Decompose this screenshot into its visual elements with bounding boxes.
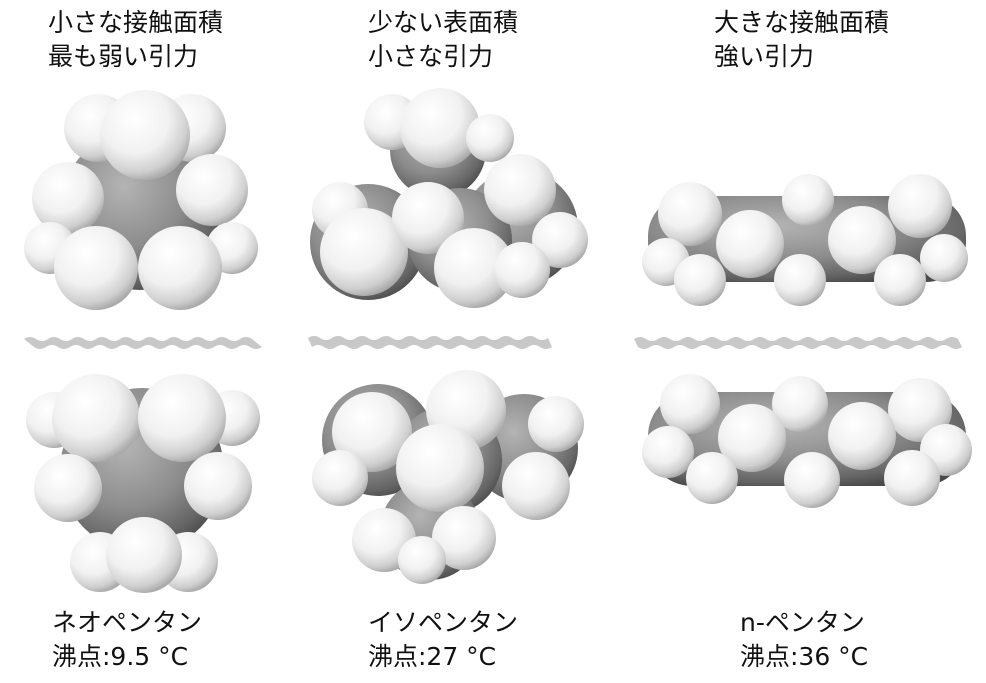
isopentane-heading: 少ない表面積 小さな引力 [368,6,518,74]
n-pentane-footer: n-ペンタン 沸点:36 °C [740,606,868,674]
heading-line-1: 小さな接触面積 [48,8,224,37]
molecule-name: イソペンタン [368,608,519,637]
isopentane-footer: イソペンタン 沸点:27 °C [368,606,518,674]
heading-line-1: 大きな接触面積 [714,8,890,37]
neopentane-heading: 小さな接触面積 最も弱い引力 [48,6,223,74]
boiling-point: 沸点:27 °C [368,642,497,671]
boiling-point: 沸点:36 °C [740,642,869,671]
boiling-point: 沸点:9.5 °C [52,642,189,671]
neopentane-footer: ネオペンタン 沸点:9.5 °C [52,606,202,674]
n-pentane-heading: 大きな接触面積 強い引力 [714,6,889,74]
heading-line-1: 少ない表面積 [368,8,519,37]
heading-line-2: 強い引力 [714,42,815,71]
molecule-name: n-ペンタン [740,608,865,637]
molecule-name: ネオペンタン [52,608,203,637]
heading-line-2: 小さな引力 [368,42,494,71]
heading-line-2: 最も弱い引力 [48,42,199,71]
